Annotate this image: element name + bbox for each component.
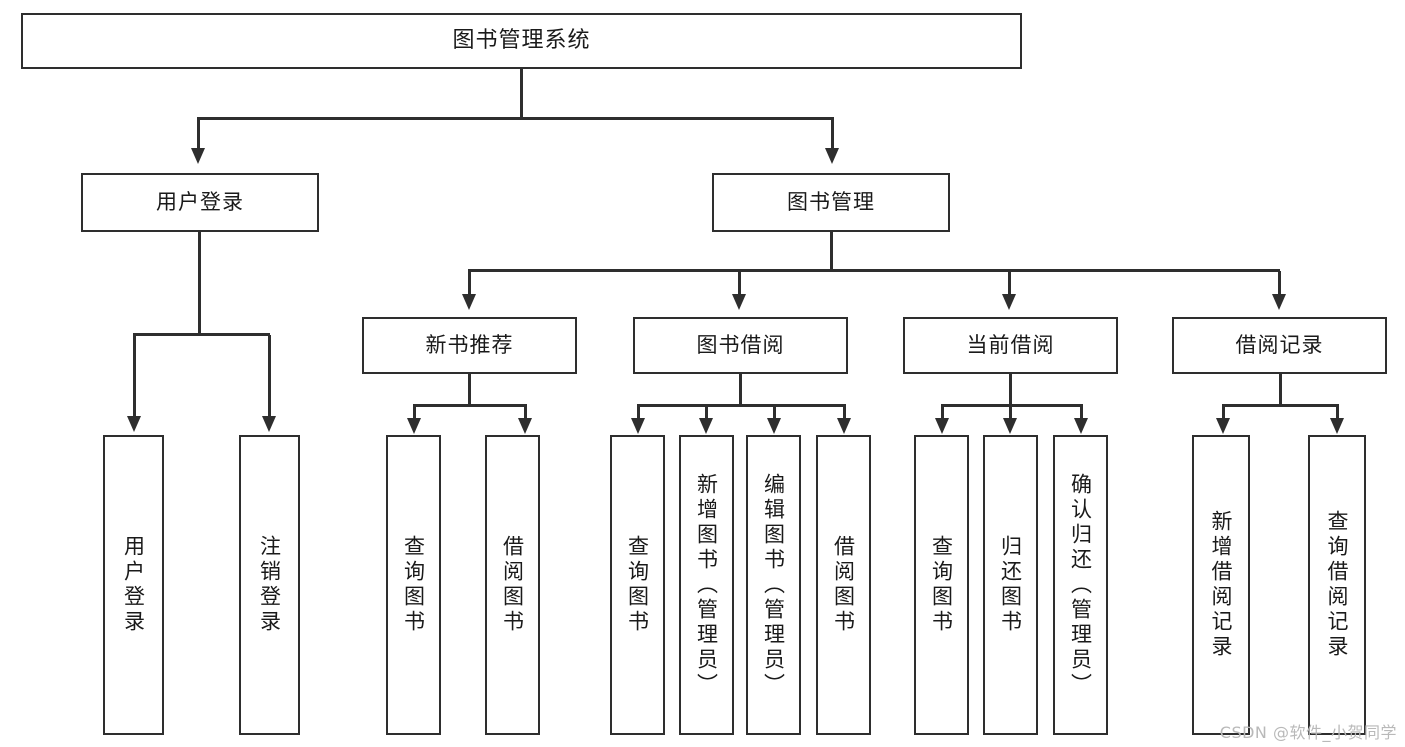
arrow-book-borrow-to-leaf-3 bbox=[767, 418, 781, 434]
node-leaf-query-book-3-label: 查询图书 bbox=[929, 535, 954, 635]
edge-book-borrow-to-leaf-2 bbox=[705, 406, 708, 420]
edge-user-login-stem bbox=[198, 232, 201, 335]
edge-book-borrow-bus bbox=[637, 404, 846, 407]
arrow-user-login-to-leaf-2 bbox=[262, 416, 276, 432]
node-book-borrow[interactable]: 图书借阅 bbox=[633, 317, 848, 374]
node-root[interactable]: 图书管理系统 bbox=[21, 13, 1022, 69]
edge-root-to-book-manage bbox=[831, 119, 834, 151]
arrow-book-borrow-to-leaf-4 bbox=[837, 418, 851, 434]
arrow-book-borrow-to-leaf-2 bbox=[699, 418, 713, 434]
node-leaf-query-book-2-label: 查询图书 bbox=[625, 535, 650, 635]
node-leaf-query-book-1-label: 查询图书 bbox=[401, 535, 426, 635]
node-new-book-recommend-label: 新书推荐 bbox=[425, 333, 514, 358]
edge-new-book-to-leaf-1 bbox=[413, 406, 416, 420]
edge-new-book-to-leaf-2 bbox=[524, 406, 527, 420]
node-leaf-confirm-return-label: 确认归还（管理员） bbox=[1068, 472, 1093, 698]
node-leaf-query-record-label: 查询借阅记录 bbox=[1325, 510, 1350, 660]
node-leaf-return-book[interactable]: 归还图书 bbox=[983, 435, 1038, 735]
node-book-borrow-label: 图书借阅 bbox=[696, 333, 785, 358]
arrow-current-borrow-to-leaf-1 bbox=[935, 418, 949, 434]
node-user-login[interactable]: 用户登录 bbox=[81, 173, 319, 232]
node-leaf-add-book-label: 新增图书（管理员） bbox=[694, 472, 719, 698]
node-user-login-label: 用户登录 bbox=[156, 190, 244, 215]
node-leaf-confirm-return[interactable]: 确认归还（管理员） bbox=[1053, 435, 1108, 735]
edge-current-borrow-to-leaf-3 bbox=[1080, 406, 1083, 420]
node-leaf-user-login[interactable]: 用户登录 bbox=[103, 435, 164, 735]
node-leaf-add-record[interactable]: 新增借阅记录 bbox=[1192, 435, 1250, 735]
edge-book-borrow-to-leaf-4 bbox=[843, 406, 846, 420]
node-current-borrow-label: 当前借阅 bbox=[966, 333, 1055, 358]
edge-book-borrow-stem bbox=[739, 374, 742, 406]
node-leaf-edit-book[interactable]: 编辑图书（管理员） bbox=[746, 435, 801, 735]
edge-book-borrow-to-leaf-3 bbox=[773, 406, 776, 420]
arrow-borrow-record-to-leaf-1 bbox=[1216, 418, 1230, 434]
node-leaf-borrow-book-2[interactable]: 借阅图书 bbox=[816, 435, 871, 735]
node-book-manage-label: 图书管理 bbox=[787, 190, 875, 215]
node-leaf-add-book[interactable]: 新增图书（管理员） bbox=[679, 435, 734, 735]
csdn-watermark: CSDN @软件_小贺同学 bbox=[1219, 723, 1397, 742]
arrow-book-borrow-to-leaf-1 bbox=[631, 418, 645, 434]
edge-current-borrow-stem bbox=[1009, 374, 1012, 406]
node-leaf-user-login-label: 用户登录 bbox=[121, 535, 146, 635]
edge-borrow-record-to-leaf-1 bbox=[1222, 406, 1225, 420]
edge-book-manage-stem bbox=[830, 232, 833, 271]
edge-book-manage-to-new-book bbox=[468, 271, 471, 297]
edge-new-book-stem bbox=[468, 374, 471, 406]
edge-root-bus bbox=[197, 117, 834, 120]
node-leaf-return-book-label: 归还图书 bbox=[998, 535, 1023, 635]
arrow-current-borrow-to-leaf-2 bbox=[1003, 418, 1017, 434]
node-leaf-borrow-book-2-label: 借阅图书 bbox=[831, 535, 856, 635]
edge-book-manage-to-book-borrow bbox=[738, 271, 741, 297]
edge-user-login-to-leaf-2 bbox=[268, 335, 271, 418]
edge-new-book-bus bbox=[413, 404, 527, 407]
arrow-book-manage-to-current-borrow bbox=[1002, 294, 1016, 310]
arrow-book-manage-to-book-borrow bbox=[732, 294, 746, 310]
arrow-borrow-record-to-leaf-2 bbox=[1330, 418, 1344, 434]
arrow-book-manage-to-new-book bbox=[462, 294, 476, 310]
node-leaf-edit-book-label: 编辑图书（管理员） bbox=[761, 472, 786, 698]
arrow-root-to-user-login bbox=[191, 148, 205, 164]
edge-root-stem bbox=[520, 69, 523, 119]
node-borrow-record[interactable]: 借阅记录 bbox=[1172, 317, 1387, 374]
node-leaf-borrow-book-1[interactable]: 借阅图书 bbox=[485, 435, 540, 735]
edge-borrow-record-stem bbox=[1279, 374, 1282, 406]
node-leaf-query-record[interactable]: 查询借阅记录 bbox=[1308, 435, 1366, 735]
edge-borrow-record-bus bbox=[1222, 404, 1339, 407]
edge-book-manage-bus bbox=[468, 269, 1280, 272]
edge-root-to-user-login bbox=[197, 119, 200, 151]
edge-book-manage-to-borrow-record bbox=[1278, 271, 1281, 297]
node-leaf-user-logout-label: 注销登录 bbox=[257, 535, 282, 635]
edge-user-login-to-leaf-1 bbox=[133, 335, 136, 418]
arrow-new-book-to-leaf-1 bbox=[407, 418, 421, 434]
node-current-borrow[interactable]: 当前借阅 bbox=[903, 317, 1118, 374]
edge-current-borrow-to-leaf-1 bbox=[941, 406, 944, 420]
arrow-root-to-book-manage bbox=[825, 148, 839, 164]
arrow-book-manage-to-borrow-record bbox=[1272, 294, 1286, 310]
node-leaf-borrow-book-1-label: 借阅图书 bbox=[500, 535, 525, 635]
node-leaf-query-book-2[interactable]: 查询图书 bbox=[610, 435, 665, 735]
node-leaf-add-record-label: 新增借阅记录 bbox=[1209, 510, 1234, 660]
node-leaf-query-book-3[interactable]: 查询图书 bbox=[914, 435, 969, 735]
node-leaf-query-book-1[interactable]: 查询图书 bbox=[386, 435, 441, 735]
arrow-new-book-to-leaf-2 bbox=[518, 418, 532, 434]
node-root-label: 图书管理系统 bbox=[452, 28, 591, 54]
node-borrow-record-label: 借阅记录 bbox=[1235, 333, 1324, 358]
edge-book-manage-to-current-borrow bbox=[1008, 271, 1011, 297]
edge-current-borrow-to-leaf-2 bbox=[1009, 406, 1012, 420]
node-new-book-recommend[interactable]: 新书推荐 bbox=[362, 317, 577, 374]
edge-borrow-record-to-leaf-2 bbox=[1336, 406, 1339, 420]
edge-user-login-bus bbox=[133, 333, 270, 336]
arrow-user-login-to-leaf-1 bbox=[127, 416, 141, 432]
edge-book-borrow-to-leaf-1 bbox=[637, 406, 640, 420]
arrow-current-borrow-to-leaf-3 bbox=[1074, 418, 1088, 434]
edge-current-borrow-bus bbox=[941, 404, 1083, 407]
node-book-manage[interactable]: 图书管理 bbox=[712, 173, 950, 232]
node-leaf-user-logout[interactable]: 注销登录 bbox=[239, 435, 300, 735]
